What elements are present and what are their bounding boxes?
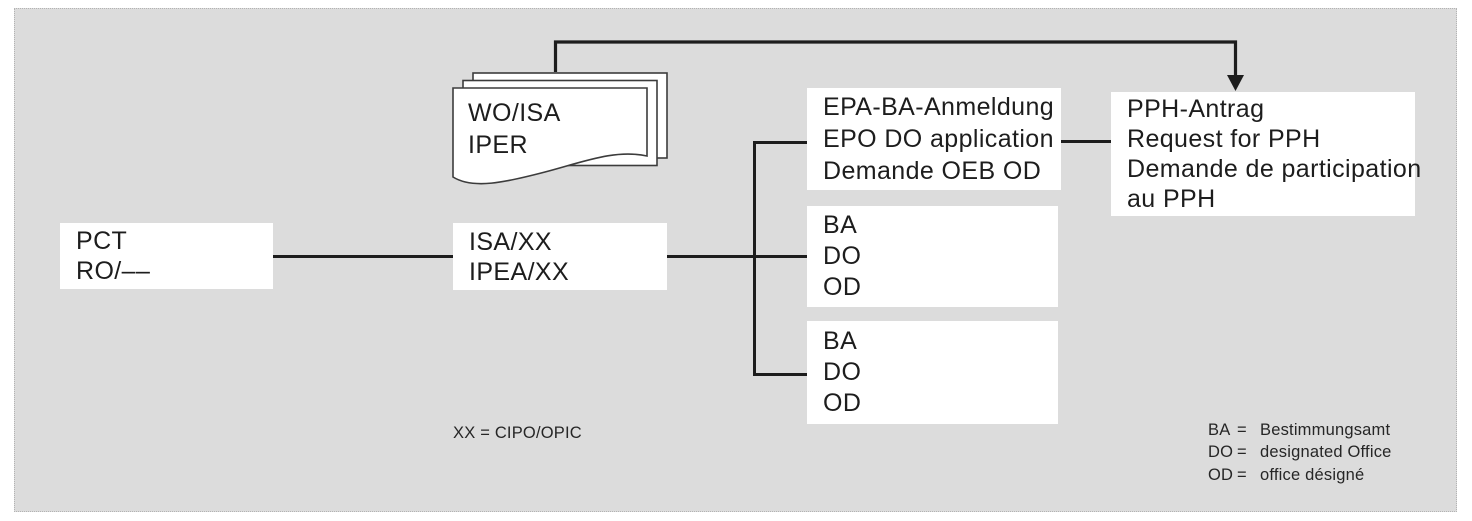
box-line: Request for PPH xyxy=(1127,125,1321,153)
box-line: DO xyxy=(823,242,862,270)
legend-row-do: DO = designated Office xyxy=(1208,441,1392,463)
box-line: PCT xyxy=(76,227,128,255)
arrowhead-down-icon xyxy=(1227,75,1244,91)
box-line: OD xyxy=(823,389,862,417)
legend-row-ba: BA = Bestimmungsamt xyxy=(1208,419,1392,441)
box-line: IPEA/XX xyxy=(469,257,570,286)
document-stack-label: WO/ISA IPER xyxy=(468,97,638,161)
legend-definition: designated Office xyxy=(1260,443,1392,462)
legend-definition: Bestimmungsamt xyxy=(1260,421,1391,439)
legend-equals: = xyxy=(1237,421,1247,439)
box-line: BA xyxy=(823,211,858,239)
box-line: Demande de participation xyxy=(1127,155,1422,183)
legend-abbr: OD xyxy=(1208,465,1234,484)
arrow-line-wo-isa-to-pph xyxy=(553,40,1238,77)
box-line: au PPH xyxy=(1127,185,1216,213)
box-ba-do-od-1: BA DO OD xyxy=(807,206,1058,307)
legend-equals: = xyxy=(1237,443,1247,462)
legend-definition: office désigné xyxy=(1260,465,1365,484)
box-epa-ba-anmeldung: EPA-BA-Anmeldung EPO DO application Dema… xyxy=(807,88,1061,190)
box-line: EPO DO application xyxy=(823,125,1054,153)
box-line: ISA/XX xyxy=(469,227,552,256)
box-line: EPA-BA-Anmeldung xyxy=(823,93,1055,121)
box-line: RO/–– xyxy=(76,257,151,285)
connector-branch-epa-ba2 xyxy=(753,141,807,376)
box-line: DO xyxy=(823,358,862,386)
legend-row-od: OD = office désigné xyxy=(1208,464,1392,486)
box-isa-ipea: ISA/XX IPEA/XX xyxy=(453,223,667,290)
box-line: BA xyxy=(823,327,858,355)
document-stack-icon xyxy=(452,72,668,185)
box-ba-do-od-2: BA DO OD xyxy=(807,321,1058,424)
box-line: PPH-Antrag xyxy=(1127,95,1265,123)
legend-abbr: DO xyxy=(1208,443,1234,462)
box-pct-ro: PCT RO/–– xyxy=(60,223,273,289)
legend-equals: = xyxy=(1237,465,1247,484)
box-line: WO/ISA xyxy=(468,99,561,127)
xx-definition-note: XX = CIPO/OPIC xyxy=(453,424,582,442)
box-line: OD xyxy=(823,273,862,301)
box-line: Demande OEB OD xyxy=(823,157,1042,185)
abbreviation-legend: BA = Bestimmungsamt DO = designated Offi… xyxy=(1208,419,1392,486)
box-line: IPER xyxy=(468,131,528,159)
legend-abbr: BA xyxy=(1208,421,1231,439)
document-page-front xyxy=(452,87,648,185)
box-pph-antrag: PPH-Antrag Request for PPH Demande de pa… xyxy=(1111,92,1422,216)
